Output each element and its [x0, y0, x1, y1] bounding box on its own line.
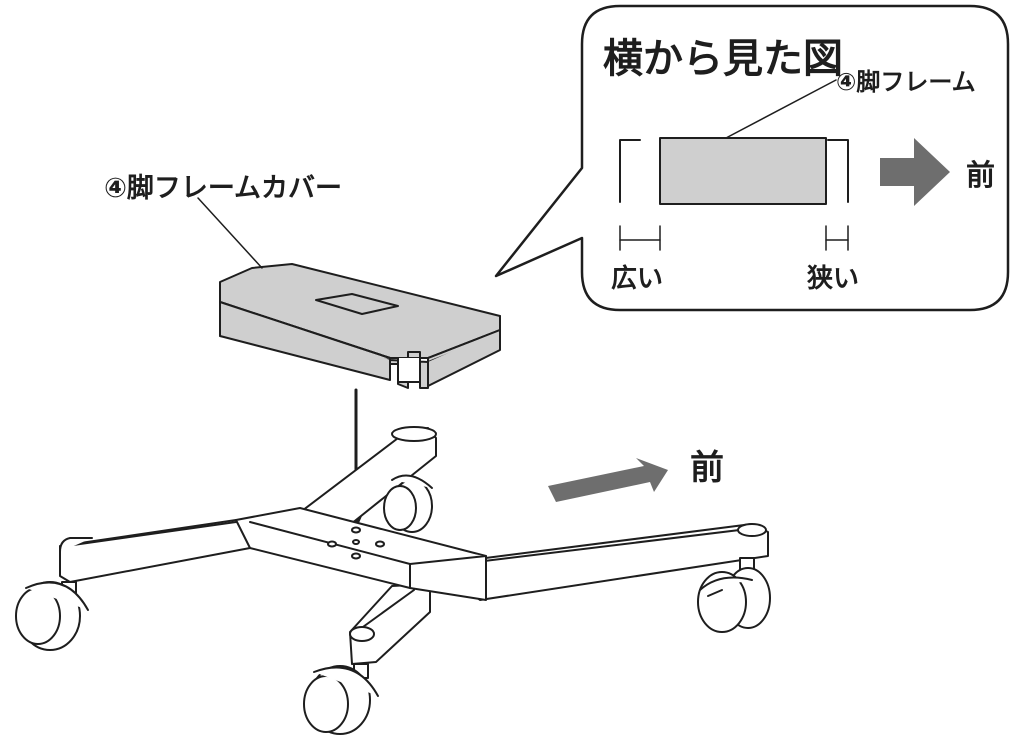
side-view-left-bracket: [619, 139, 641, 203]
side-view-front-label: 前: [966, 158, 996, 192]
wide-dimension: [619, 225, 661, 251]
side-view-right-bracket: [827, 139, 849, 203]
caster-left: [15, 581, 89, 651]
caster-front: [303, 663, 379, 735]
side-view-frame-block: [659, 137, 827, 205]
leg-frame-cover: [219, 263, 501, 389]
leg-frame-cover-label: ④脚フレームカバー: [104, 173, 343, 204]
bolt-hole: [375, 540, 385, 548]
bolt-hole: [351, 552, 361, 560]
front-direction-label: 前: [690, 448, 724, 488]
narrow-dimension: [825, 225, 849, 251]
side-view-title: 横から見た図: [603, 36, 843, 82]
caster-back: [383, 474, 433, 533]
side-view-front-arrow: [880, 138, 950, 206]
caster-right: [697, 557, 771, 633]
bolt-hole: [352, 539, 360, 545]
narrow-label: 狭い: [807, 264, 860, 294]
cover-leader-line: [197, 197, 263, 269]
bolt-hole: [327, 540, 337, 548]
front-direction-arrow: [548, 458, 668, 502]
frame-leader-line: [725, 79, 837, 139]
base-frame: [59, 426, 769, 665]
wide-label: 広い: [611, 264, 664, 294]
leg-frame-label: ④脚フレーム: [836, 68, 976, 96]
bolt-hole: [351, 526, 361, 534]
